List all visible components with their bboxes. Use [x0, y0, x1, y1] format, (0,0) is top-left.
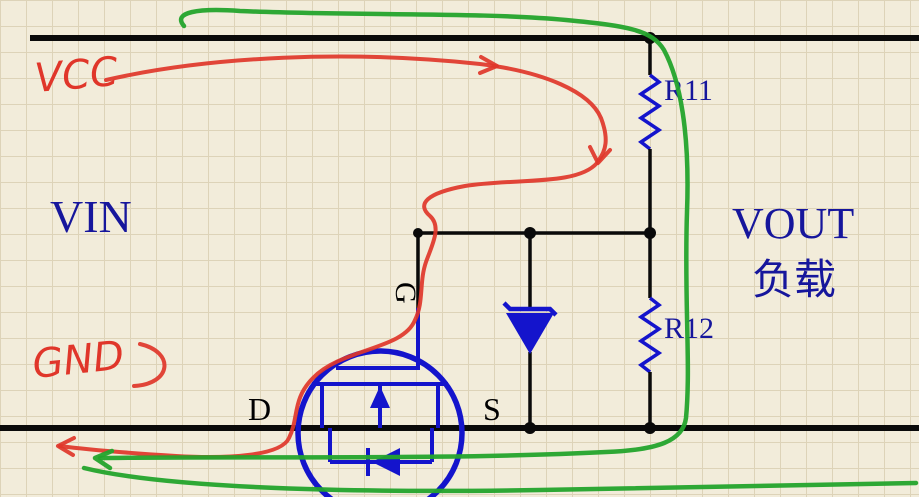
resistor-r11: [637, 73, 663, 151]
junction-dot: [524, 227, 536, 239]
label-load: 负载: [752, 258, 836, 304]
annotation-red-current-path: [56, 54, 612, 459]
label-r11: R11: [664, 74, 713, 107]
junction-dot: [413, 228, 423, 238]
red-arrow-down: [588, 145, 612, 165]
zener-cathode-bar: [502, 301, 558, 317]
junction-dot: [644, 422, 656, 434]
junction-dot: [644, 227, 656, 239]
label-vout: VOUT: [732, 199, 854, 248]
annotation-green-return-path: [81, 7, 919, 494]
green-path-bottom-sweep: [81, 465, 919, 494]
red-arrow-right: [478, 55, 499, 75]
label-gate: G: [389, 282, 422, 304]
zener-diode: [502, 301, 558, 354]
mosfet-symbol: [295, 308, 465, 497]
green-arrow-left: [92, 448, 115, 471]
mosfet-body-circle: [295, 348, 465, 497]
label-drain: D: [248, 391, 271, 427]
annotation-vcc-text: VCC: [33, 49, 120, 102]
label-source: S: [483, 391, 501, 427]
red-path-top: [104, 54, 608, 163]
label-vin: VIN: [50, 191, 132, 242]
junction-dot: [524, 422, 536, 434]
divider-branch: [637, 38, 663, 428]
resistor-r12: [637, 296, 663, 374]
green-path-main: [97, 7, 691, 461]
red-arrow-left: [56, 436, 76, 457]
body-diode-triangle: [372, 448, 400, 476]
annotation-gnd-flourish: [132, 342, 167, 388]
mosfet-arrow: [370, 386, 390, 408]
annotation-gnd-text: GND: [30, 333, 126, 388]
zener-triangle: [506, 313, 554, 354]
